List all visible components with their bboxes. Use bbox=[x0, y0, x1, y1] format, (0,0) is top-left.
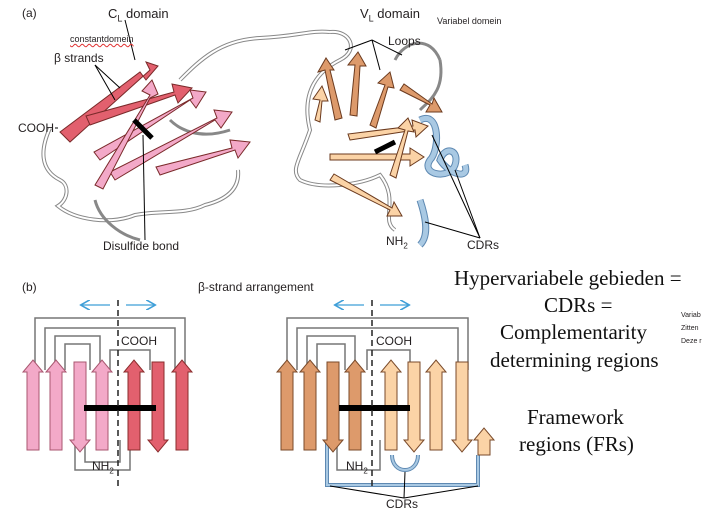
nh2-label: NH2 bbox=[386, 234, 408, 251]
note-line-6: regions (FRs) bbox=[519, 432, 634, 456]
right-strand-diagram bbox=[275, 317, 496, 487]
side-note-1: Variab bbox=[681, 312, 701, 319]
cooh-left-label: COOH bbox=[121, 334, 157, 348]
cl-domain-ribbon bbox=[41, 29, 331, 242]
note-line-3: Complementarity bbox=[500, 320, 647, 344]
disulfide-bond-label: Disulfide bond bbox=[103, 239, 180, 253]
note-line-5: Framework bbox=[527, 405, 624, 429]
strand-arrangement-title: β-strand arrangement bbox=[198, 280, 314, 294]
panel-a-label: (a) bbox=[22, 6, 37, 20]
cdrs-label-b: CDRs bbox=[386, 497, 418, 511]
constant-domain-note: constantdomein bbox=[70, 34, 134, 44]
variable-domain-note: Variabel domein bbox=[437, 16, 502, 26]
cl-domain-title: CL domain bbox=[108, 6, 169, 24]
vl-domain-ribbon bbox=[293, 29, 470, 248]
cooh-right-label: COOH bbox=[376, 334, 412, 348]
cdrs-label-a: CDRs bbox=[467, 238, 499, 252]
panel-b-label: (b) bbox=[22, 280, 37, 294]
note-line-2: CDRs = bbox=[544, 293, 613, 317]
note-line-1: Hypervariabele gebieden = bbox=[454, 266, 682, 290]
beta-strands-label: β strands bbox=[54, 51, 104, 65]
nh2-right-label: NH2 bbox=[346, 459, 368, 476]
note-line-4: determining regions bbox=[490, 348, 659, 372]
side-note-3: Deze r bbox=[681, 338, 702, 345]
nh2-left-label: NH2 bbox=[92, 459, 114, 476]
side-note-2: Zitten bbox=[681, 325, 699, 332]
cooh-label: COOH bbox=[18, 121, 54, 135]
loops-label: Loops bbox=[388, 34, 421, 48]
left-strand-diagram bbox=[21, 317, 194, 471]
vl-domain-title: VL domain bbox=[360, 6, 420, 24]
